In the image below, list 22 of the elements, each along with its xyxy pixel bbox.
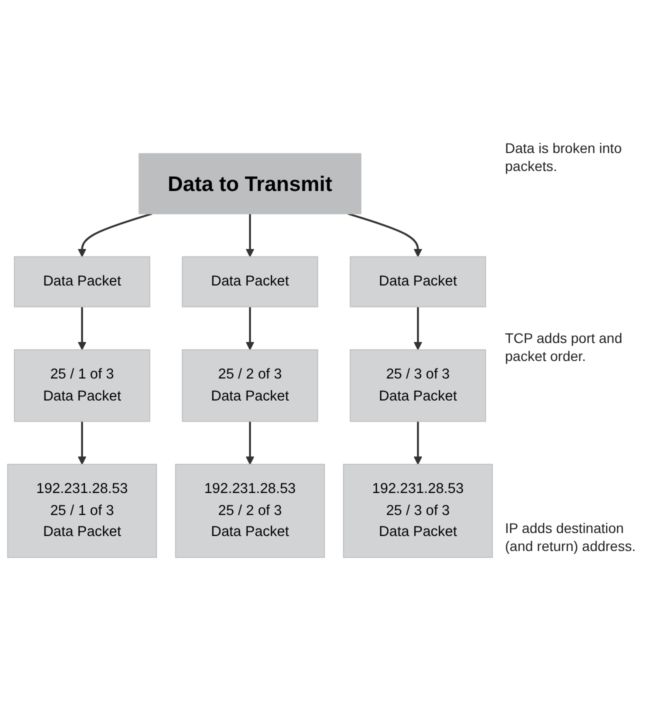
node-box: Data to Transmit [138,154,362,215]
arrow [78,307,86,351]
arrow [246,214,254,258]
node-box: 25 / 2 of 3 Data Packet [182,350,318,422]
arrow [246,422,254,466]
node-box: 192.231.28.53 25 / 2 of 3 Data Packet [175,464,325,558]
node-box: Data Packet [14,256,150,308]
note-text: TCP adds port and packet order. [505,330,624,365]
node-box: 25 / 3 of 3 Data Packet [350,350,486,422]
node-box: Data Packet [182,256,318,308]
note-text: IP adds destination (and return) address. [505,520,637,555]
node-box: Data Packet [350,256,486,308]
arrow [78,422,86,466]
arrow [348,213,422,258]
node-box: 192.231.28.53 25 / 3 of 3 Data Packet [343,464,493,558]
arrow [414,307,422,351]
arrow [246,307,254,351]
node-box: 25 / 1 of 3 Data Packet [14,350,150,422]
arrow [78,213,152,258]
arrow [414,422,422,466]
note-text: Data is broken into packets. [505,140,623,175]
node-box: 192.231.28.53 25 / 1 of 3 Data Packet [7,464,157,558]
